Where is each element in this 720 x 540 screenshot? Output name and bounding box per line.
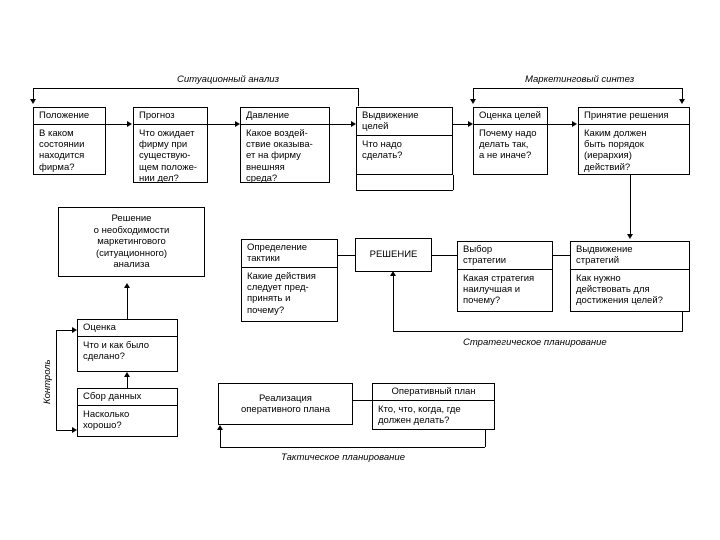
node-vydvizhenie-celey-body: Что надо сделать? — [362, 139, 403, 162]
node-davlenie[interactable]: Давление Какое воздей- ствие оказыва- ет… — [240, 107, 330, 184]
node-realizaciya-operativnogo-plana[interactable]: Реализация оперативного плана — [218, 383, 353, 425]
node-ocenka[interactable]: Оценка Что и как было сделано? — [77, 319, 178, 372]
section-label-control: Контроль — [42, 359, 53, 404]
node-prinyatie-resheniya-body: Каким должен быть порядок (иерархия) дей… — [584, 128, 647, 173]
node-ocenka-celey-body: Почему надо делать так, а не иначе? — [479, 128, 537, 162]
node-prognoz[interactable]: Прогноз Что ожидает фирму при существую-… — [133, 107, 208, 184]
node-vydvizhenie-strategiy-body: Как нужно действовать для достижения цел… — [576, 273, 663, 307]
section-label-situational-analysis: Ситуационный анализ — [177, 74, 279, 85]
node-prognoz-body: Что ожидает фирму при существую- щем пол… — [139, 128, 198, 184]
node-operativnyy-plan-body: Кто, что, когда, где должен делать? — [378, 404, 461, 427]
node-prognoz-header: Прогноз — [134, 108, 207, 125]
connector-synthesis-feedback-left — [473, 88, 474, 100]
connector-control-loop-vertical — [56, 330, 57, 430]
arrow-into-ocenka-celey — [470, 99, 476, 104]
connector-sbor-to-ocenka — [127, 377, 128, 388]
connector-ocenka-celey-to-prinyatie — [548, 124, 572, 125]
node-reshenie[interactable]: РЕШЕНИЕ — [355, 238, 432, 272]
node-opredelenie-taktiki-header: Определение тактики — [242, 240, 337, 268]
node-polozhenie-body: В каком состоянии находится фирма? — [39, 128, 85, 173]
connector-davlenie-to-vydvizhenie-celey — [330, 124, 351, 125]
connector-situational-feedback-top — [33, 88, 359, 89]
connector-strategic-feedback-right — [682, 312, 683, 331]
section-label-marketing-synthesis: Маркетинговый синтез — [525, 74, 635, 85]
connector-vydvizhenie-celey-stub-bottom — [356, 190, 453, 191]
arrow-davlenie-to-vydvizhenie-celey — [351, 121, 356, 127]
node-vydvizhenie-celey-header: Выдвижение целей — [357, 108, 452, 136]
connector-vydvizhenie-celey-stub-left — [356, 175, 357, 190]
arrow-vydvizhenie-to-ocenka-celey — [468, 121, 473, 127]
arrow-into-prinyatie-resheniya — [679, 99, 685, 104]
node-vydvizhenie-celey[interactable]: Выдвижение целей Что надо сделать? — [356, 107, 453, 175]
node-reshenie-o-neobhodimosti-text: Решение о необходимости маркетингового (… — [93, 213, 170, 271]
node-sbor-dannyh-body: Насколько хорошо? — [83, 409, 130, 432]
connector-vydvizhenie-to-ocenka-celey — [453, 124, 468, 125]
node-reshenie-o-neobhodimosti[interactable]: Решение о необходимости маркетингового (… — [58, 207, 205, 277]
arrow-into-ocenka — [72, 327, 77, 333]
connector-strategic-feedback-left — [393, 276, 394, 331]
connector-taktika-to-reshenie — [338, 255, 355, 256]
node-vybor-strategii[interactable]: Выбор стратегии Какая стратегия наилучша… — [457, 241, 553, 312]
arrow-into-vydvizhenie-strategiy — [627, 234, 633, 239]
connector-vydvizhenie-celey-stub-right — [453, 175, 454, 190]
node-reshenie-text: РЕШЕНИЕ — [369, 249, 418, 261]
arrow-into-reshenie — [390, 271, 396, 276]
connector-control-loop-bottom — [56, 430, 72, 431]
connector-tactical-feedback-bottom — [220, 447, 485, 448]
node-prinyatie-resheniya-header: Принятие решения — [579, 108, 689, 125]
connector-synthesis-feedback-top — [473, 88, 683, 89]
connector-strategic-feedback-bottom — [393, 331, 683, 332]
connector-prinyatie-to-strategies — [630, 175, 631, 235]
node-sbor-dannyh-header: Сбор данных — [78, 389, 177, 406]
node-polozhenie[interactable]: Положение В каком состоянии находится фи… — [33, 107, 106, 175]
connector-synthesis-feedback-right — [682, 88, 683, 100]
node-vybor-strategii-body: Какая стратегия наилучшая и почему? — [463, 273, 535, 307]
arrow-into-realizaciya — [217, 425, 223, 430]
connector-tactical-feedback-right — [485, 430, 486, 447]
connector-realizaciya-to-operativnyy-plan — [353, 400, 372, 401]
node-ocenka-celey[interactable]: Оценка целей Почему надо делать так, а н… — [473, 107, 548, 175]
arrow-polozhenie-to-prognoz — [127, 121, 132, 127]
node-prinyatie-resheniya[interactable]: Принятие решения Каким должен быть поряд… — [578, 107, 690, 175]
connector-prognoz-to-davlenie — [208, 124, 235, 125]
arrow-into-reshenie-neobhodimosti — [124, 283, 130, 288]
node-ocenka-header: Оценка — [78, 320, 177, 337]
node-ocenka-body: Что и как было сделано? — [83, 340, 150, 363]
arrow-into-ocenka-from-sbor — [124, 372, 130, 377]
node-vybor-strategii-header: Выбор стратегии — [458, 242, 552, 270]
connector-vybor-to-vydvizhenie-strategiy — [553, 255, 570, 256]
connector-polozhenie-to-prognoz — [106, 124, 127, 125]
node-opredelenie-taktiki-body: Какие действия следует пред- принять и п… — [247, 271, 316, 316]
arrow-prognoz-to-davlenie — [235, 121, 240, 127]
node-vydvizhenie-strategiy[interactable]: Выдвижение стратегий Как нужно действова… — [570, 241, 690, 312]
section-label-tactical-planning: Тактическое планирование — [281, 452, 405, 463]
connector-reshenie-to-vybor-strategii — [432, 255, 457, 256]
connector-ocenka-to-reshenie-neobhodimosti — [127, 288, 128, 319]
arrow-ocenka-celey-to-prinyatie — [572, 121, 577, 127]
connector-control-loop-top — [56, 330, 72, 331]
node-davlenie-body: Какое воздей- ствие оказыва- ет на фирму… — [246, 128, 313, 184]
node-sbor-dannyh[interactable]: Сбор данных Насколько хорошо? — [77, 388, 178, 437]
connector-situational-feedback-left — [33, 88, 34, 100]
node-ocenka-celey-header: Оценка целей — [474, 108, 547, 125]
connector-situational-feedback-right — [358, 88, 359, 106]
node-davlenie-header: Давление — [241, 108, 329, 125]
node-polozhenie-header: Положение — [34, 108, 105, 125]
node-operativnyy-plan-header: Оперативный план — [373, 384, 494, 401]
node-opredelenie-taktiki[interactable]: Определение тактики Какие действия следу… — [241, 239, 338, 322]
node-operativnyy-plan[interactable]: Оперативный план Кто, что, когда, где до… — [372, 383, 495, 430]
node-vydvizhenie-strategiy-header: Выдвижение стратегий — [571, 242, 689, 270]
connector-tactical-feedback-left — [220, 430, 221, 447]
arrow-into-sbor-dannyh — [72, 427, 77, 433]
node-realizaciya-operativnogo-plana-text: Реализация оперативного плана — [241, 392, 330, 416]
section-label-strategic-planning: Стратегическое планирование — [463, 337, 607, 348]
arrow-into-polozhenie — [30, 99, 36, 104]
